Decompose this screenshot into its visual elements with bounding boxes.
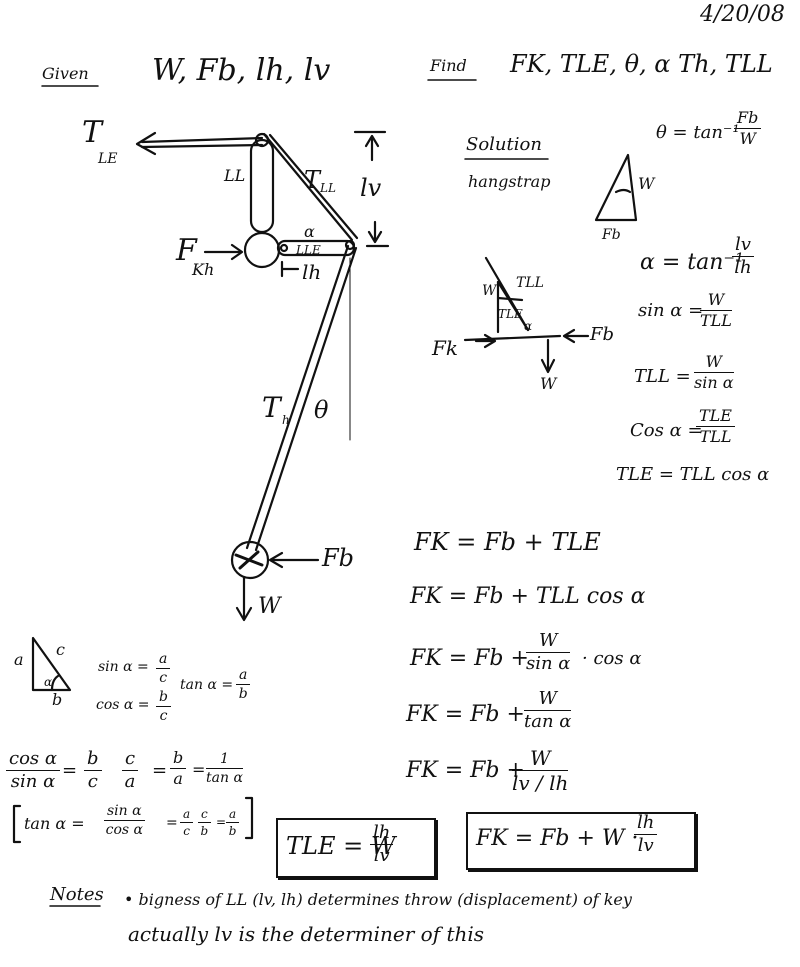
box1-lhs: TLE = W xyxy=(286,832,396,860)
given-label: Given xyxy=(42,64,89,83)
find-vars: FK, TLE, θ, α Th, TLL xyxy=(510,50,773,78)
equals-sign: = xyxy=(166,815,178,831)
lv-label: lv xyxy=(360,174,382,202)
solution-label: Solution xyxy=(466,134,542,155)
notes-line-1: • bigness of LL (lv, lh) determines thro… xyxy=(124,890,632,909)
tle-eq: TLE = TLL cos α xyxy=(616,464,770,485)
ll-link xyxy=(249,138,275,234)
solution-sub: hangstrap xyxy=(468,172,551,191)
small-tri-fb: Fb xyxy=(602,227,621,243)
ref-tri-c: c xyxy=(56,640,65,659)
tle-label: T xyxy=(82,115,103,150)
equals-sign: = xyxy=(192,760,206,779)
fd-tle: TLE xyxy=(498,307,523,321)
box2-lhs: FK = Fb + W · xyxy=(476,826,639,851)
ll-label: LL xyxy=(224,166,246,185)
given-vars: W, Fb, lh, lv xyxy=(152,53,331,88)
fb-label: Fb xyxy=(322,544,355,572)
tle-arrow xyxy=(140,136,264,144)
notes-line-2: actually lv is the determiner of this xyxy=(128,922,485,946)
tle-sub: LE xyxy=(98,151,118,167)
lle-label: LLE xyxy=(296,243,321,257)
th-label: T xyxy=(262,391,281,424)
fk-eq-3-lhs: FK = Fb + xyxy=(410,646,529,671)
fd-tll: TLL xyxy=(516,275,544,291)
fk-eq-2: FK = Fb + TLL cos α xyxy=(410,584,646,609)
equals-sign: = xyxy=(62,760,78,781)
equals-sign: = xyxy=(152,760,168,781)
fkh-label: F xyxy=(176,233,197,268)
small-tri-w: W xyxy=(638,174,655,193)
alpha-eq-lhs: α = tan⁻¹ xyxy=(640,250,744,275)
fd-fb: Fb xyxy=(590,324,615,345)
trig-tan-lhs: tan α = xyxy=(180,677,234,693)
theta-triangle xyxy=(594,153,638,222)
ref-tri-a: a xyxy=(14,650,24,669)
tan-line-lhs: tan α = xyxy=(24,814,85,833)
fk-eq-1: FK = Fb + TLE xyxy=(414,528,601,556)
w-label: W xyxy=(258,594,281,619)
bottom-ball xyxy=(230,540,270,580)
sin-eq-lhs: sin α = xyxy=(638,300,704,321)
fd-fk: Fk xyxy=(432,336,458,360)
theta-label: θ xyxy=(314,396,329,424)
ref-tri-b: b xyxy=(52,690,63,709)
th-sub: h xyxy=(282,413,290,427)
fk-eq-5-lhs: FK = Fb + xyxy=(406,758,525,783)
cos-eq-lhs: Cos α = xyxy=(630,420,703,441)
fd-w: W xyxy=(482,283,497,299)
result-box-fk xyxy=(466,812,696,870)
result-box-tle xyxy=(276,818,436,878)
fkh-sub: Kh xyxy=(192,260,215,279)
trig-sin-lhs: sin α = xyxy=(98,659,149,675)
lh-label: lh xyxy=(302,260,322,284)
ref-tri-alpha: α xyxy=(44,675,53,689)
alpha-label: α xyxy=(304,222,315,241)
find-label: Find xyxy=(430,56,467,75)
fk-eq-3-rhs: · cos α xyxy=(582,648,642,669)
tll-eq-lhs: TLL = xyxy=(634,366,691,387)
date: 4/20/08 xyxy=(700,2,785,27)
tll-label: T xyxy=(304,166,321,194)
notes-label: Notes xyxy=(50,884,104,905)
tll-sub: LL xyxy=(320,181,336,195)
trig-cos-lhs: cos α = xyxy=(96,697,150,713)
theta-eq-lhs: θ = tan⁻¹ xyxy=(656,122,740,143)
center-circle xyxy=(243,231,281,269)
fd-alpha: α xyxy=(524,319,533,333)
fd-down-w: W xyxy=(540,374,557,393)
equals-sign: = xyxy=(216,815,227,829)
fk-eq-4-lhs: FK = Fb + xyxy=(406,702,525,727)
